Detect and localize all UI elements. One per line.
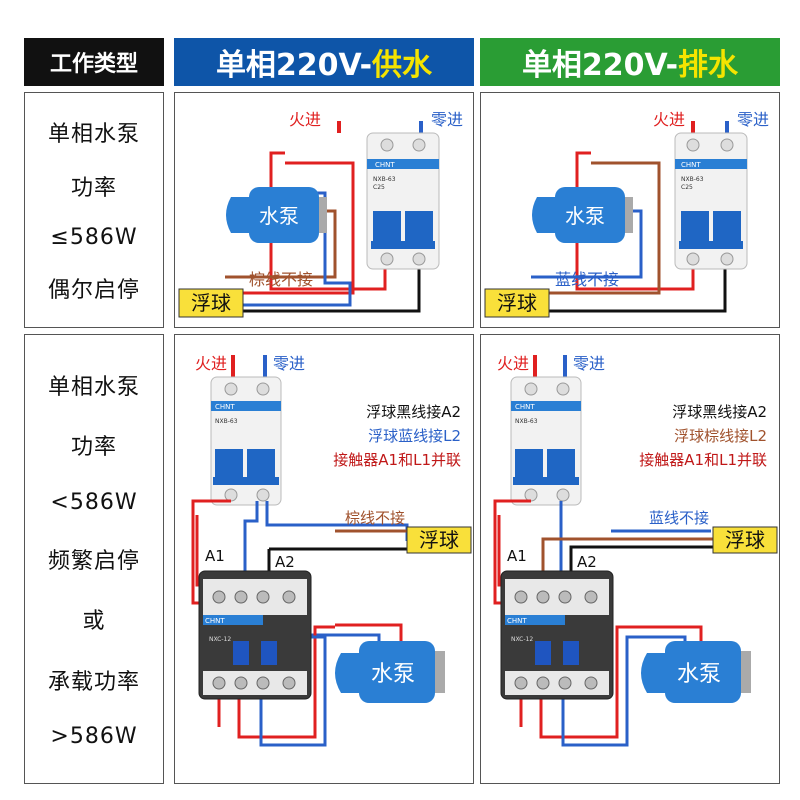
float-switch: 浮球 — [178, 288, 244, 318]
float-label: 浮球 — [725, 528, 765, 552]
breaker-brand: CHNT — [515, 403, 535, 411]
row2-drain-svg: CHNT NXB-63 CHNT NXC-12 水泵 — [493, 354, 778, 747]
row2-supply-svg: CHNT NXB-63 CHNT NXC-12 — [191, 354, 472, 747]
a1-terminal-label: A1 — [507, 547, 527, 565]
row1-supply-svg: CHNT NXB-63 C25 水泵 浮球 棕线不接 火进 零进 — [178, 110, 463, 318]
water-pump: 水泵 — [641, 641, 751, 703]
row2-label-line: 功率 — [70, 435, 117, 461]
breaker-model: NXB-63 — [373, 176, 396, 183]
unused-wire-note: 棕线不接 — [249, 270, 313, 289]
type-header-label: 工作类型 — [49, 52, 138, 77]
unused-wire-note: 蓝线不接 — [555, 270, 619, 289]
water-pump: 水泵 — [532, 187, 633, 243]
supply-header-suffix: 供水 — [372, 48, 433, 83]
live-in-label: 火进 — [497, 354, 529, 373]
row1-label-cell: 单相水泵 功率 ≤586W 偶尔启停 — [24, 92, 164, 328]
pump-label: 水泵 — [259, 204, 299, 228]
live-in-label: 火进 — [195, 354, 227, 373]
pump-label: 水泵 — [371, 662, 415, 687]
float-black-wire — [531, 269, 727, 313]
float-blue-wire — [225, 191, 352, 307]
row2-supply-diagram: CHNT NXB-63 CHNT NXC-12 — [174, 334, 474, 784]
row1-drain-diagram: CHNT NXB-63 C25 水泵 浮球 蓝线不接 火进 零进 — [480, 92, 780, 328]
row2-drain-diagram: CHNT NXB-63 CHNT NXC-12 水泵 — [480, 334, 780, 784]
row2-label-line: 或 — [82, 609, 106, 635]
row2-label-line: >586W — [50, 723, 138, 749]
live-in-label: 火进 — [289, 110, 321, 129]
header-type-cell: 工作类型 — [24, 38, 164, 86]
l2-blue-wire — [243, 501, 259, 597]
circuit-breaker: CHNT NXB-63 — [510, 376, 582, 506]
neutral-in-label: 零进 — [273, 354, 305, 373]
contactor-brand: CHNT — [205, 617, 225, 625]
float-black-wire — [225, 269, 421, 313]
t1-to-pump-wire — [237, 625, 335, 739]
live-in-label: 火进 — [653, 110, 685, 129]
row2-label-line: 承载功率 — [47, 669, 140, 695]
row2-label-line: 单相水泵 — [47, 375, 140, 401]
drain-header-suffix: 排水 — [678, 48, 739, 83]
row1-label-line: ≤586W — [50, 224, 138, 250]
circuit-breaker: CHNT NXB-63 — [210, 376, 282, 506]
pump-label: 水泵 — [565, 204, 605, 228]
breaker-brand: CHNT — [215, 403, 235, 411]
pump-label: 水泵 — [677, 662, 721, 687]
row2-label-cell: 单相水泵 功率 <586W 频繁启停 或 承载功率 >586W — [24, 334, 164, 784]
circuit-breaker: CHNT NXB-63 C25 — [366, 132, 440, 270]
instruction-2: 浮球蓝线接L2 — [368, 427, 461, 445]
row1-supply-diagram: CHNT NXB-63 C25 水泵 浮球 棕线不接 火进 零进 — [174, 92, 474, 328]
a2-terminal-label: A2 — [275, 553, 295, 571]
a2-terminal-label: A2 — [577, 553, 597, 571]
float-brown-wire — [531, 161, 661, 295]
live-to-pump-wire — [575, 151, 695, 291]
breaker-brand: CHNT — [681, 161, 701, 169]
row1-label-line: 单相水泵 — [47, 122, 140, 148]
contactor-model: NXC-12 — [511, 636, 533, 643]
instruction-2: 浮球棕线接L2 — [674, 427, 767, 445]
instruction-1: 浮球黑线接A2 — [672, 403, 767, 421]
float-switch: 浮球 — [484, 288, 550, 318]
breaker-model: NXB-63 — [215, 418, 238, 425]
t2-to-pump-wire — [259, 635, 327, 747]
water-pump: 水泵 — [226, 187, 327, 243]
row1-drain-svg: CHNT NXB-63 C25 水泵 浮球 蓝线不接 火进 零进 — [484, 110, 769, 318]
breaker-rating: C25 — [681, 184, 693, 191]
breaker-brand: CHNT — [375, 161, 395, 169]
breaker-rating: C25 — [373, 184, 385, 191]
neutral-in-label: 零进 — [431, 110, 463, 129]
header-supply-cell: 单相220V-供水 — [174, 38, 474, 86]
neutral-in-label: 零进 — [573, 354, 605, 373]
float-switch: 浮球 — [712, 526, 778, 554]
unused-wire-note: 蓝线不接 — [649, 509, 709, 527]
header-drain-cell: 单相220V-排水 — [480, 38, 780, 86]
instruction-3: 接触器A1和L1并联 — [333, 451, 461, 469]
circuit-breaker: CHNT NXB-63 C25 — [674, 132, 748, 270]
a1-terminal-label: A1 — [205, 547, 225, 565]
drain-header-prefix: 单相220V- — [521, 48, 679, 83]
pump-red-wire — [225, 161, 355, 295]
instruction-1: 浮球黑线接A2 — [366, 403, 461, 421]
contactor: CHNT NXC-12 — [500, 570, 614, 700]
supply-header-prefix: 单相220V- — [215, 48, 373, 83]
row1-label-line: 偶尔启停 — [47, 277, 140, 303]
float-switch: 浮球 — [406, 526, 472, 554]
contactor: CHNT NXC-12 — [198, 570, 312, 700]
neutral-in-label: 零进 — [737, 110, 769, 129]
float-label: 浮球 — [419, 528, 459, 552]
breaker-model: NXB-63 — [515, 418, 538, 425]
contactor-model: NXC-12 — [209, 636, 231, 643]
row1-label-line: 功率 — [70, 176, 117, 202]
contactor-brand: CHNT — [507, 617, 527, 625]
row2-label-line: <586W — [50, 489, 138, 515]
breaker-model: NXB-63 — [681, 176, 704, 183]
float-label: 浮球 — [497, 291, 537, 315]
live-to-pump-wire — [269, 151, 387, 291]
instruction-3: 接触器A1和L1并联 — [639, 451, 767, 469]
row2-label-line: 频繁启停 — [47, 548, 140, 574]
float-label: 浮球 — [191, 291, 231, 315]
water-pump: 水泵 — [335, 641, 445, 703]
unused-wire-note: 棕线不接 — [345, 509, 405, 527]
